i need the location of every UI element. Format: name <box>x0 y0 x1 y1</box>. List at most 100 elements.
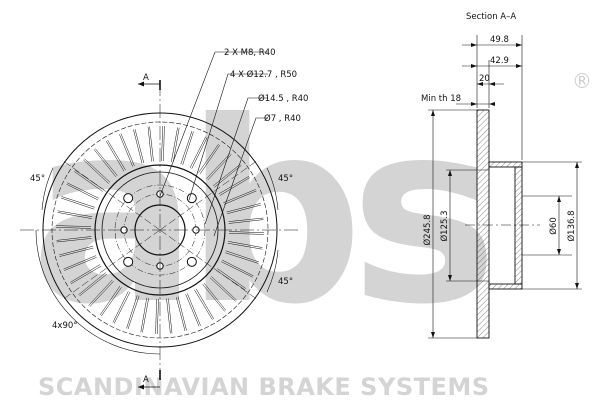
section-arrowhead-top <box>138 81 144 87</box>
cooling-vane <box>84 158 111 183</box>
cooling-vane <box>218 175 250 195</box>
dim-42-9: 42.9 <box>490 56 509 66</box>
leader-7 <box>213 117 268 237</box>
dim-49-8: 49.8 <box>490 35 509 45</box>
arrowhead-min-th-left <box>471 102 477 106</box>
cooling-vane <box>120 133 135 166</box>
cooling-vane <box>126 295 138 329</box>
cooling-vane <box>56 238 92 243</box>
cooling-vane <box>67 182 99 199</box>
cooling-vane <box>119 134 133 167</box>
arc-lower-left <box>35 229 161 355</box>
cooling-vane <box>195 288 215 320</box>
section-arrowheads <box>431 43 579 338</box>
dim-136-8: Ø136.8 <box>566 210 577 241</box>
cooling-vane <box>74 169 105 191</box>
cooling-vane <box>166 298 171 334</box>
cooling-vane <box>161 125 164 162</box>
dim-125-3: Ø125.3 <box>439 210 450 241</box>
wheel-bolt-hole <box>123 193 134 204</box>
cooling-vane <box>202 284 225 312</box>
cooling-vane <box>89 281 114 307</box>
disc-friction-ring <box>476 109 490 339</box>
cooling-vane <box>61 196 95 208</box>
section-arrowhead-bottom <box>138 384 144 390</box>
arrowhead-125-3-bottom <box>448 275 452 281</box>
arc-upper-right <box>266 167 279 211</box>
dim-20: 20 <box>479 74 490 84</box>
abs-logo-watermark: abs <box>30 68 487 359</box>
cooling-vane <box>79 273 108 297</box>
cooling-vane <box>203 282 227 311</box>
cooling-vane <box>60 197 95 210</box>
arrowhead-min-th-right <box>489 102 495 106</box>
cooling-vane <box>155 298 157 334</box>
cooling-vane <box>199 144 221 175</box>
cooling-vane <box>70 265 102 285</box>
cooling-vane <box>99 285 121 316</box>
mounting-holes <box>120 190 200 270</box>
registered-mark: ® <box>572 69 592 93</box>
arrowhead-42-9-left <box>471 64 477 68</box>
cooling-vane <box>59 247 94 257</box>
callout-m8: 2 X M8, R40 <box>224 48 276 58</box>
hat-face <box>514 166 523 285</box>
arrowhead-20-right <box>489 82 495 86</box>
cooling-vane <box>198 143 219 173</box>
cooling-vane <box>224 190 257 205</box>
cooling-vane <box>57 210 93 218</box>
callout-7: Ø7 , R40 <box>264 113 301 124</box>
cooling-vane <box>227 242 263 250</box>
cooling-vane <box>215 269 246 291</box>
cooling-vane <box>228 217 264 222</box>
cooling-vane <box>95 148 118 176</box>
cooling-vane <box>101 287 122 317</box>
cooling-vane <box>209 277 236 302</box>
section-title: Section A–A <box>466 12 516 22</box>
cooling-vane <box>156 298 159 335</box>
cooling-vane <box>206 153 231 179</box>
cooling-vane <box>149 126 154 162</box>
cooling-vane <box>105 140 125 172</box>
cooling-vane <box>211 276 237 301</box>
cooling-vane <box>93 149 117 178</box>
angle-arcs <box>35 167 279 355</box>
arrowhead-125-3-top <box>448 170 452 176</box>
cooling-vane <box>133 129 143 164</box>
cooling-vane <box>56 225 92 227</box>
wheel-bolt-hole <box>123 256 134 267</box>
arrowhead-60-top <box>557 196 561 202</box>
arrowhead-49-8-left <box>471 43 477 47</box>
arrowhead-42-9-right <box>516 64 522 68</box>
cooling-vane <box>225 252 259 264</box>
cooling-vane <box>66 183 99 201</box>
cooling-vane <box>221 259 254 277</box>
wheel-bolt-hole <box>186 193 197 204</box>
leader-14-5 <box>204 97 268 225</box>
diag-line-lower-left <box>61 229 161 301</box>
cooling-vane <box>212 163 241 187</box>
cooling-vane <box>171 127 178 162</box>
cooling-vane <box>163 126 165 162</box>
hat-wall-top <box>488 161 523 168</box>
brand-watermark: SCANDINAVIAN BRAKE SYSTEMS <box>38 373 490 400</box>
cooling-vane <box>189 136 207 169</box>
cooling-vane <box>57 212 92 219</box>
cooling-vane <box>217 268 247 289</box>
dim-60: Ø60 <box>548 217 559 235</box>
cooling-vane <box>70 264 101 283</box>
cooling-vane <box>88 279 113 306</box>
cooling-vane <box>113 291 131 324</box>
cooling-vane <box>219 177 250 196</box>
cooling-vane <box>112 291 129 323</box>
cooling-vane <box>64 257 97 271</box>
cooling-vane <box>185 294 200 327</box>
cooling-vane <box>226 203 261 213</box>
diag-line-upper-right <box>159 159 259 231</box>
cooling-vane <box>182 131 194 165</box>
angle-upper-left: 45° <box>30 174 45 184</box>
front-view <box>20 82 298 380</box>
cooling-vane <box>221 261 253 278</box>
